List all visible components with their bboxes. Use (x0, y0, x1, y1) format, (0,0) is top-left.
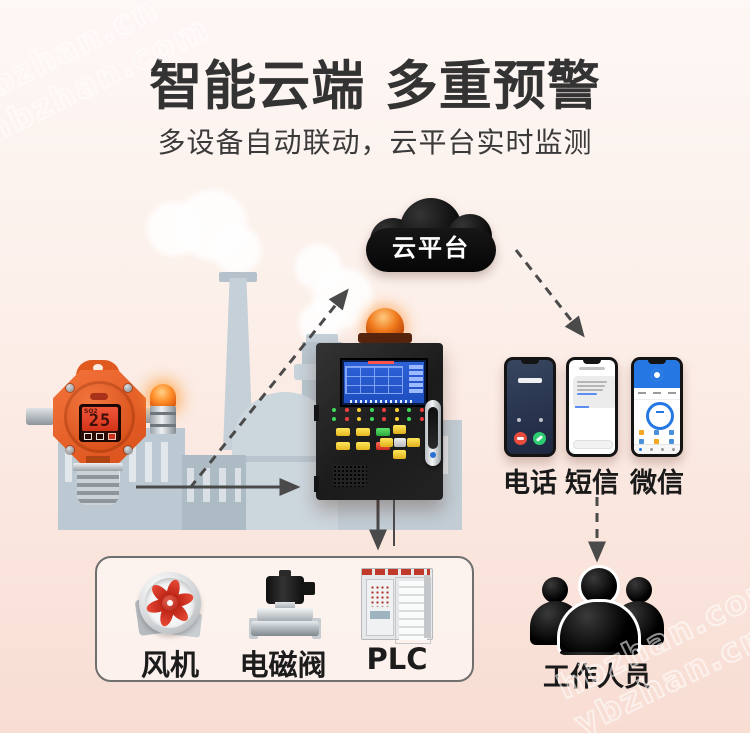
app-logo-icon (651, 369, 663, 381)
phone-sms (566, 357, 618, 457)
gas-sensor-probe (77, 471, 119, 505)
cloud-label: 云平台 (392, 234, 470, 262)
led-indicators (332, 408, 436, 413)
panel-button (336, 442, 350, 450)
channel-label-wechat: 微信 (630, 468, 684, 499)
door-handle (425, 400, 441, 466)
device-label-valve: 电磁阀 (239, 648, 327, 682)
alarm-beacon-icon (150, 384, 176, 434)
panel-button (376, 428, 390, 436)
gas-type-readout: SO2 (84, 408, 98, 415)
accept-call-icon (533, 432, 546, 445)
device-label-plc: PLC (366, 642, 428, 676)
panel-button (336, 428, 350, 436)
panel-dpad (380, 425, 420, 459)
cloud-platform: 云平台 (366, 198, 496, 274)
channel-label-phone: 电话 (503, 468, 557, 499)
led-indicators (332, 417, 436, 422)
arrow-cloud-to-phones (514, 249, 585, 338)
decline-call-icon (514, 432, 527, 445)
caller-id-text (518, 378, 542, 383)
linked-devices-box: 风机 电磁阀 PLC (95, 556, 474, 682)
page-title: 智能云端 多重预警 (149, 56, 601, 117)
gas-value-readout: 25 (88, 411, 112, 431)
panel-button (356, 428, 370, 436)
status-ring-icon (646, 402, 674, 430)
plc-cabinet-icon (361, 568, 433, 644)
cable-gland (26, 408, 54, 425)
phone-call (504, 357, 556, 457)
channel-label-sms: 短信 (565, 468, 619, 499)
panel-button (356, 442, 370, 450)
fan-icon (134, 572, 203, 638)
detector-buttons (82, 433, 118, 440)
staff-group: 工作人员 (530, 563, 664, 693)
panel-screen (340, 358, 428, 407)
gas-detector: SO2 25 (26, 360, 190, 510)
solenoid-valve-icon (249, 570, 321, 640)
speaker-grille (333, 465, 367, 487)
phone-wechat (631, 357, 683, 457)
page-subtitle: 多设备自动联动，云平台实时监测 (157, 126, 593, 159)
alarm-light-icon (366, 308, 404, 335)
sms-bubble (573, 376, 615, 408)
alarm-control-panel (314, 308, 450, 548)
staff-label: 工作人员 (543, 662, 651, 693)
device-label-fan: 风机 (140, 648, 199, 682)
